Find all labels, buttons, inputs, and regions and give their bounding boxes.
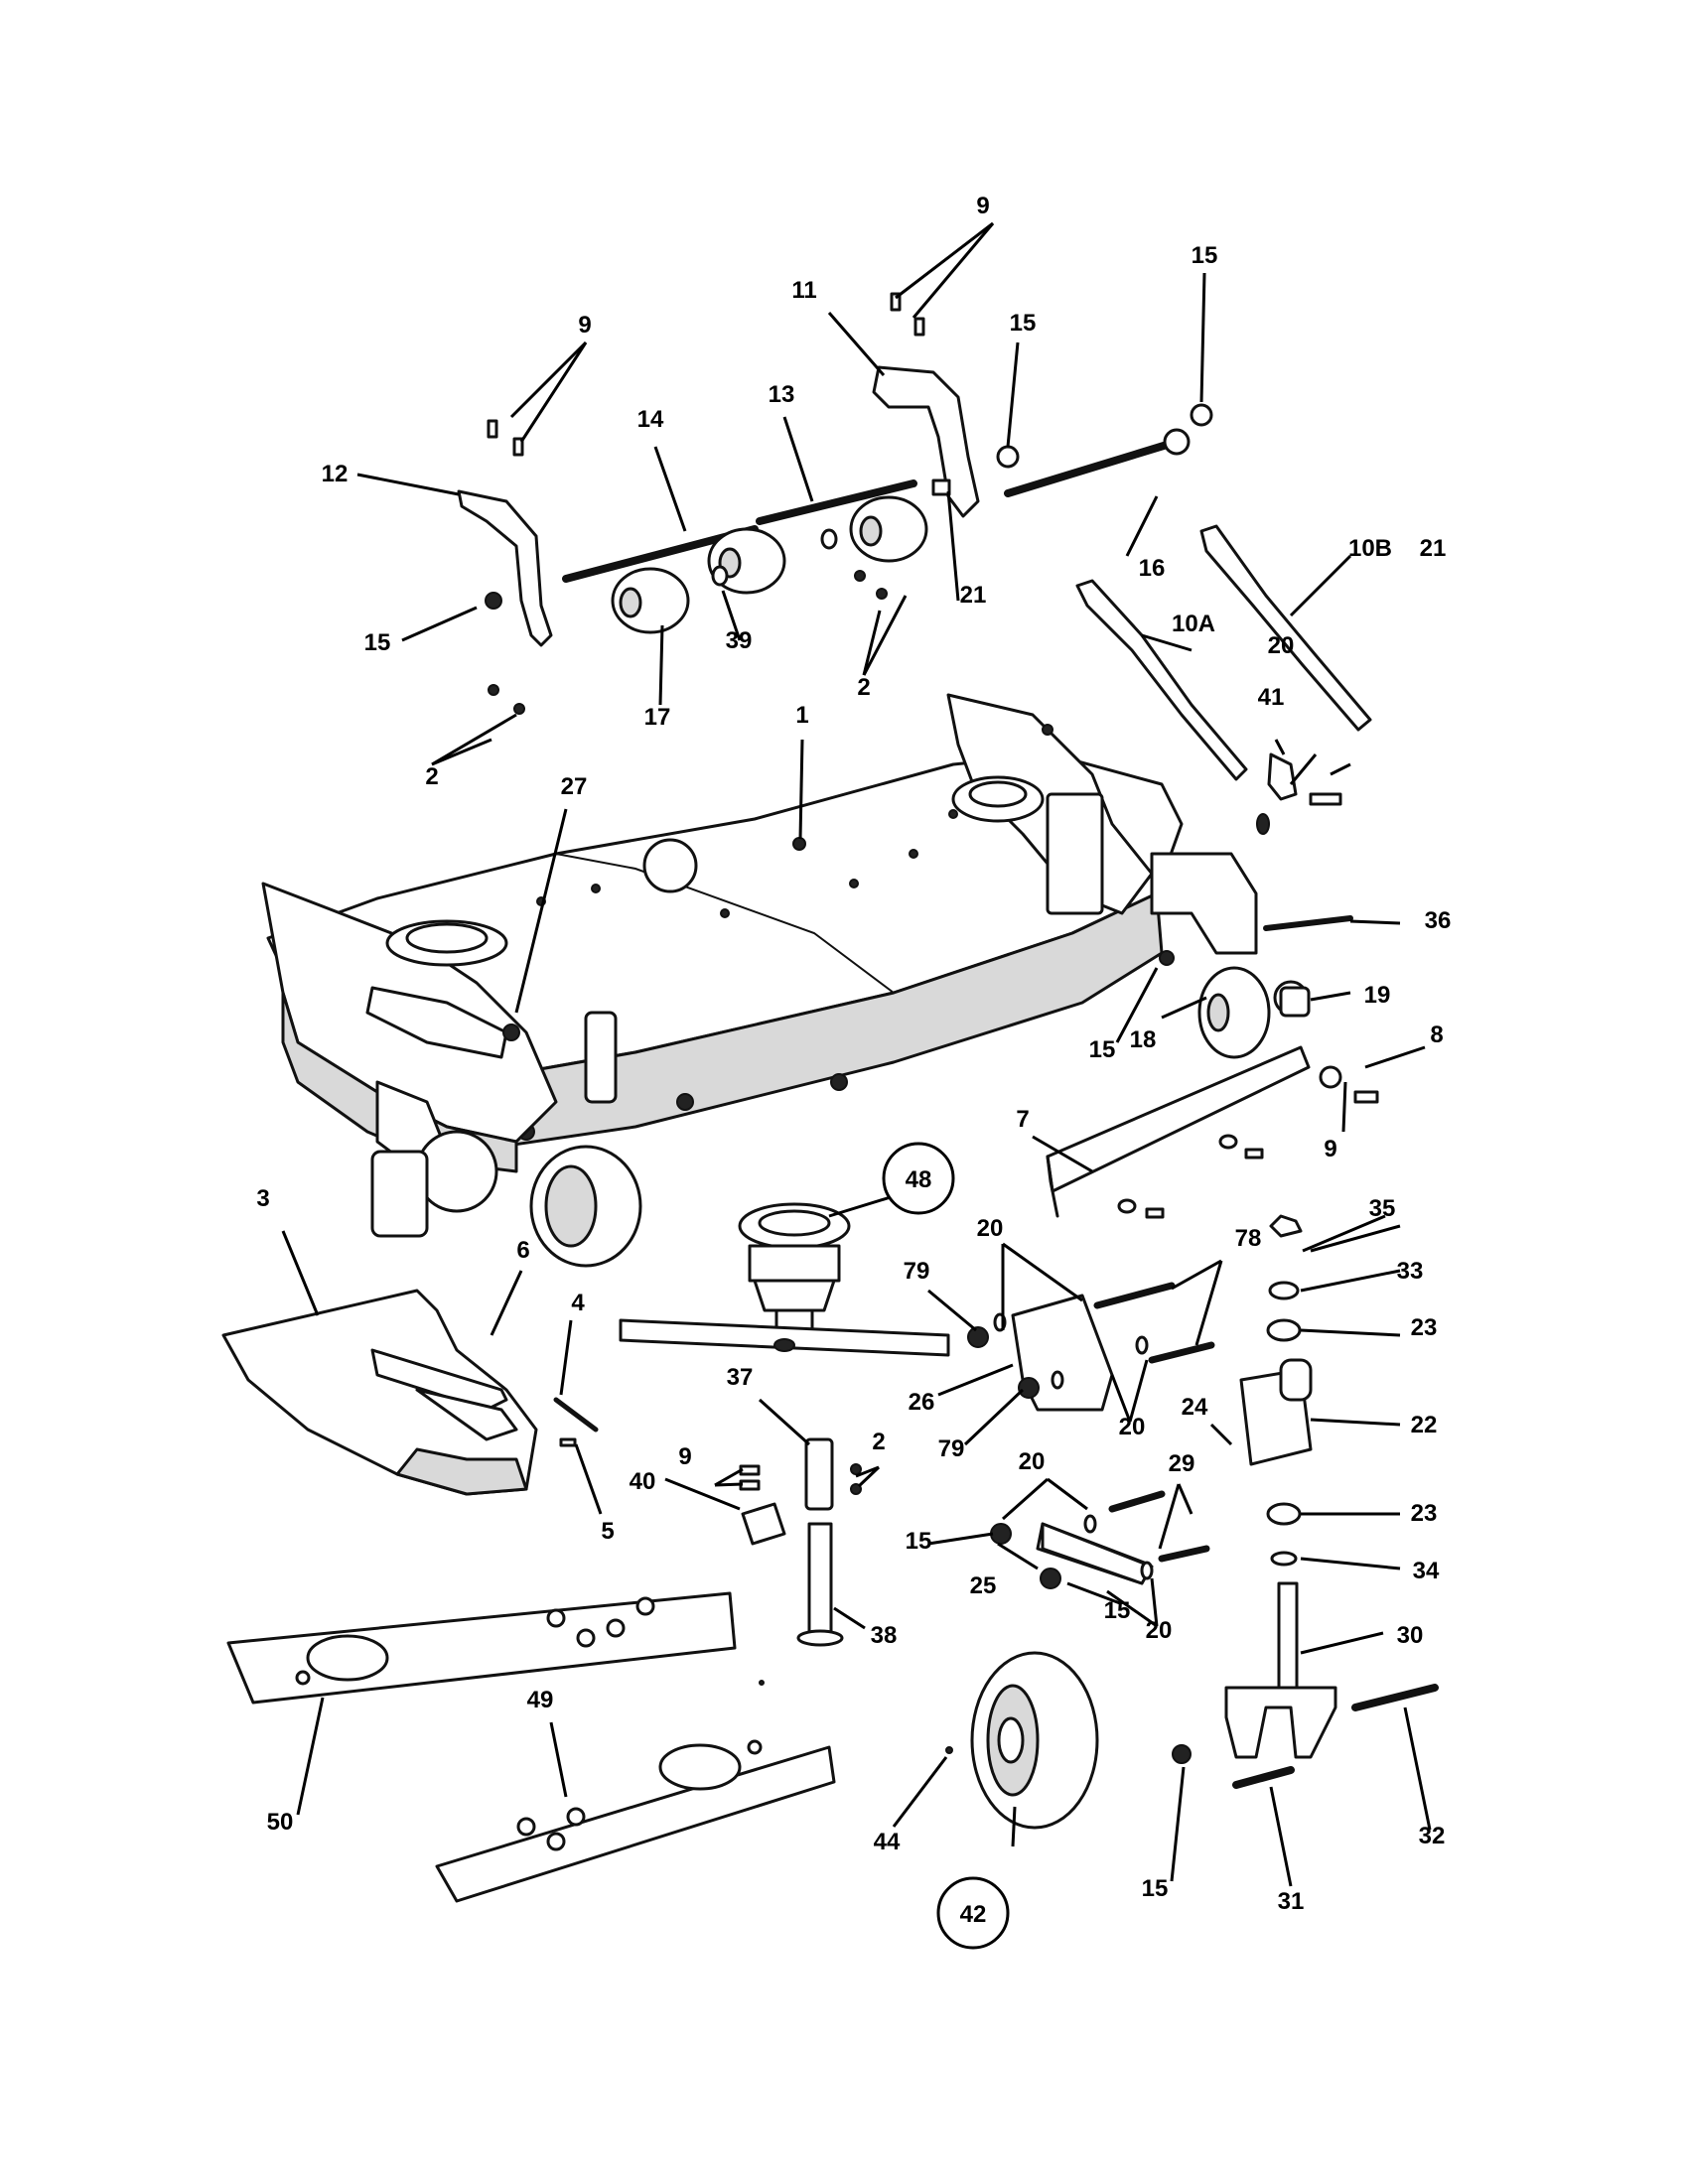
callout-label: 79 xyxy=(938,1435,965,1462)
blade xyxy=(619,1318,950,1357)
callout-label: 15 xyxy=(364,629,391,656)
callout-label: 15 xyxy=(1104,1597,1131,1624)
circled-callout: 42 xyxy=(936,1876,1010,1950)
callout-label: 2 xyxy=(872,1429,885,1455)
callout-label: 21 xyxy=(960,582,987,609)
callout-label: 21 xyxy=(1420,535,1447,562)
callout-label: 16 xyxy=(1139,555,1166,582)
discharge-chute xyxy=(221,1289,599,1496)
callout-label: 37 xyxy=(727,1364,754,1391)
plate-50 xyxy=(226,1591,737,1705)
callout-label: 23 xyxy=(1411,1314,1438,1341)
callout-label: 9 xyxy=(1324,1136,1336,1162)
callout-label: 5 xyxy=(601,1518,614,1545)
pivot-post xyxy=(739,1437,862,1647)
callout-label: 15 xyxy=(1192,242,1218,269)
circled-callout: 48 xyxy=(882,1142,955,1215)
castor-fork-assembly xyxy=(1172,1214,1439,1789)
callout-label: 14 xyxy=(637,406,664,433)
callout-label: 18 xyxy=(1130,1026,1157,1053)
callout-label: 13 xyxy=(769,381,795,408)
callout-label: 7 xyxy=(1016,1106,1029,1133)
callout-label: 1 xyxy=(795,702,808,729)
callout-label: 23 xyxy=(1411,1500,1438,1527)
callout-label: 9 xyxy=(678,1443,691,1470)
rod-13 xyxy=(756,479,917,525)
callout-label: 10B xyxy=(1348,535,1392,562)
arm-10a xyxy=(1075,579,1248,781)
callout-circle xyxy=(936,1876,1010,1950)
callout-label: 15 xyxy=(906,1528,932,1555)
callout-label: 38 xyxy=(871,1622,898,1649)
callout-label: 36 xyxy=(1425,907,1452,934)
leader-lines xyxy=(281,221,1432,1887)
callout-label: 20 xyxy=(1119,1414,1146,1440)
callout-label: 2 xyxy=(857,674,870,701)
callout-label: 40 xyxy=(630,1468,656,1495)
callout-label: 11 xyxy=(791,277,816,304)
callout-label: 4 xyxy=(571,1290,585,1316)
callout-label: 6 xyxy=(516,1237,529,1264)
callout-label: 30 xyxy=(1397,1622,1424,1649)
callout-label: 29 xyxy=(1169,1450,1195,1477)
callout-label: 39 xyxy=(726,627,753,654)
callout-label: 20 xyxy=(1146,1617,1173,1644)
plate-49 xyxy=(435,1745,836,1903)
deck-right-assembly xyxy=(946,693,1258,966)
callout-label: 79 xyxy=(904,1258,930,1285)
callout-label: 41 xyxy=(1258,684,1285,711)
callout-label: 49 xyxy=(527,1687,554,1713)
callout-label: 15 xyxy=(1010,310,1037,337)
callout-label: 3 xyxy=(256,1185,269,1212)
callout-label: 9 xyxy=(976,193,989,219)
callout-label: 34 xyxy=(1413,1558,1440,1584)
callout-label: 27 xyxy=(561,773,588,800)
callout-label: 12 xyxy=(322,461,349,487)
callout-label: 20 xyxy=(1268,632,1295,659)
callout-label: 22 xyxy=(1411,1412,1438,1438)
rod-16 xyxy=(1004,438,1181,497)
bracket-11 xyxy=(872,365,980,518)
circled-callout-label: 48 xyxy=(906,1166,932,1193)
lift-arms xyxy=(1075,524,1372,781)
deck-left-assembly xyxy=(261,882,642,1268)
front-lift-linkage xyxy=(457,365,1191,647)
callout-label: 44 xyxy=(874,1829,901,1855)
callout-label: 31 xyxy=(1278,1888,1305,1915)
callout-label: 50 xyxy=(267,1809,294,1836)
callout-labels: 1222345678999910A10B11121314151515151515… xyxy=(256,193,1452,1950)
arm-10b xyxy=(1199,524,1372,732)
callout-label: 33 xyxy=(1397,1258,1424,1285)
callout-label: 19 xyxy=(1364,982,1391,1009)
callout-label: 78 xyxy=(1235,1225,1262,1252)
callout-label: 20 xyxy=(1019,1448,1046,1475)
spindle-assembly xyxy=(619,1202,950,1357)
skid-plates xyxy=(226,1591,836,1903)
mower-deck-housing xyxy=(266,752,1184,1154)
bracket-12 xyxy=(457,489,553,647)
callout-label: 15 xyxy=(1089,1036,1116,1063)
callout-label: 17 xyxy=(644,704,671,731)
callout-label: 32 xyxy=(1419,1823,1446,1849)
hanger-brackets xyxy=(967,1282,1215,1589)
callout-label: 25 xyxy=(970,1572,997,1599)
callout-label: 8 xyxy=(1430,1022,1443,1048)
callout-label: 35 xyxy=(1369,1195,1396,1222)
callout-label: 10A xyxy=(1172,611,1215,637)
callout-circle xyxy=(882,1142,955,1215)
wheel-42 xyxy=(945,1651,1099,1830)
baffle-7 xyxy=(1046,1045,1311,1219)
callout-label: 26 xyxy=(909,1389,935,1416)
callout-label: 15 xyxy=(1142,1875,1169,1902)
wheel-18-group xyxy=(1197,966,1311,1059)
callout-label: 20 xyxy=(977,1215,1004,1242)
callout-label: 2 xyxy=(425,763,438,790)
callout-label: 24 xyxy=(1182,1394,1208,1421)
circled-callout-label: 42 xyxy=(960,1901,987,1928)
callout-label: 9 xyxy=(578,312,591,339)
